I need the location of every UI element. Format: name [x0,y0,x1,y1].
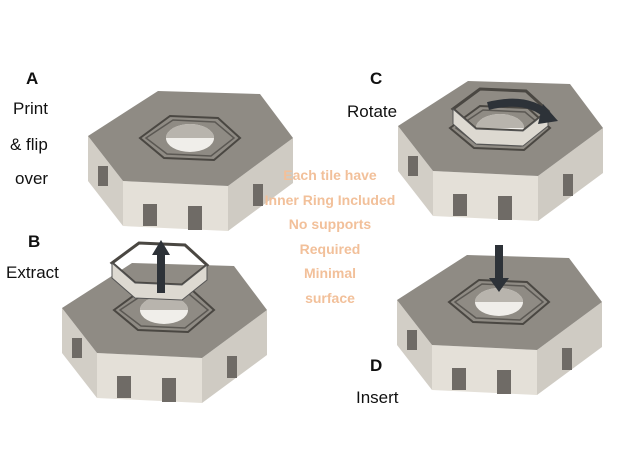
note-line: No supports [288,216,372,232]
down-arrow-icon [495,245,503,280]
note-line: Inner Ring Included [264,191,396,208]
step-b-letter: B [28,232,41,251]
info-note: Each tile have Inner Ring Included No su… [250,163,410,310]
step-a-line-2: & flip [10,135,48,154]
step-d-line-1: Insert [356,388,399,407]
step-a-line-3: over [15,169,49,188]
step-d-letter: D [370,356,383,375]
tile-c [398,81,603,221]
note-line: Each tile have [283,167,377,183]
step-a-letter: A [26,69,39,88]
step-c-letter: C [370,69,383,88]
note-line: surface [305,289,355,306]
step-b-line-1: Extract [6,263,59,282]
note-line: Required [299,240,361,257]
step-a-line-1: Print [13,99,48,118]
note-line: Minimal [303,265,357,281]
up-arrow-icon [157,253,165,293]
tile-b [62,240,267,403]
tile-d [397,245,602,395]
step-c-line-1: Rotate [347,102,398,121]
